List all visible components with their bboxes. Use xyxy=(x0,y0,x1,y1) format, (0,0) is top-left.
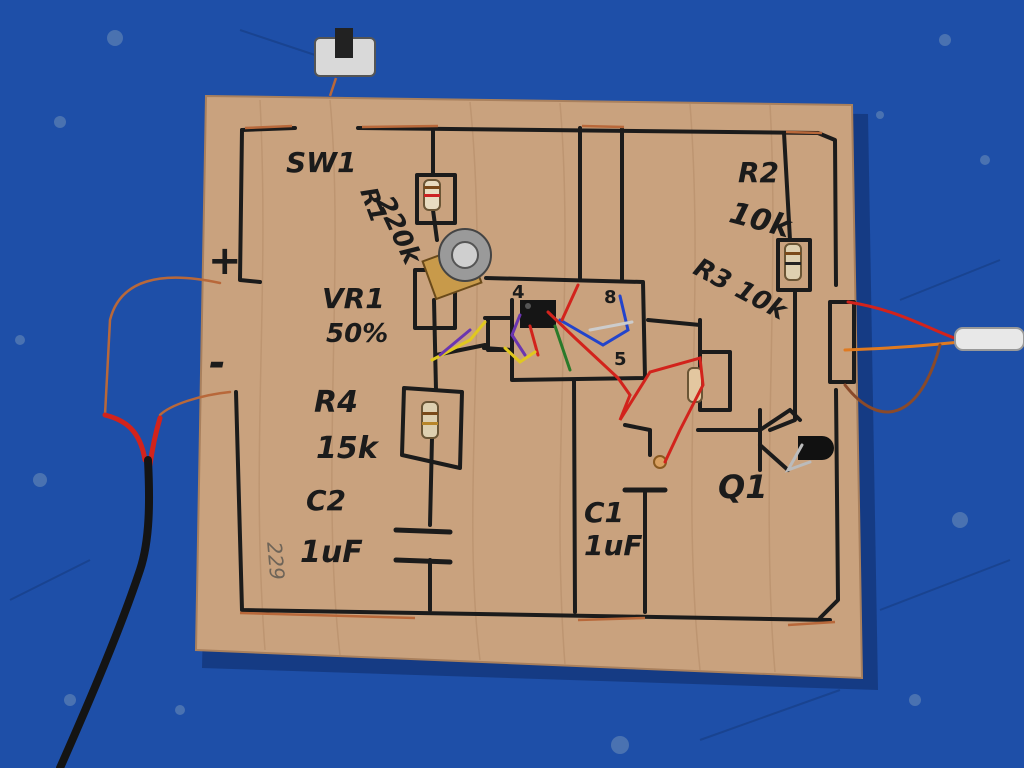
label-ic-pin-mid: 8 xyxy=(604,287,617,308)
label-vr1-name: VR1 xyxy=(322,282,385,315)
label-plus: + xyxy=(208,238,242,284)
table-scratches xyxy=(15,30,990,754)
label-r4-value: 15k xyxy=(316,431,380,466)
label-r4-name: R4 xyxy=(314,385,358,420)
jumper-wires xyxy=(430,283,812,473)
label-ic-pin-top: 4 xyxy=(512,282,525,303)
label-vr1-value: 50% xyxy=(326,319,388,349)
label-c1-value: 1uF xyxy=(584,529,643,562)
transistor-q1 xyxy=(798,436,834,460)
pencil-note: 229 xyxy=(262,541,289,581)
resistor-r3 xyxy=(687,367,703,403)
capacitor-plates xyxy=(393,487,668,565)
copper-link-wires xyxy=(239,77,836,627)
label-q1: Q1 xyxy=(718,468,767,506)
label-ic-pin-bottom: 5 xyxy=(614,349,627,370)
label-minus: - xyxy=(209,340,226,386)
resistor-r1 xyxy=(423,179,441,211)
handwritten-labels: SW1 R1 220k R2 10k R3 10k VR1 50% R4 15k… xyxy=(208,146,796,570)
battery-cable xyxy=(56,276,232,768)
slide-switch-sw1 xyxy=(314,28,376,77)
output-cable xyxy=(843,300,1024,414)
label-c1-name: C1 xyxy=(584,496,624,529)
potentiometer-vr1 xyxy=(421,228,492,301)
label-c2-name: C2 xyxy=(306,484,346,517)
resistor-r2 xyxy=(784,243,802,281)
label-r2-name: R2 xyxy=(738,156,779,189)
label-c2-value: 1uF xyxy=(300,535,363,570)
label-sw1: SW1 xyxy=(286,146,357,179)
resistor-r4 xyxy=(421,401,439,439)
